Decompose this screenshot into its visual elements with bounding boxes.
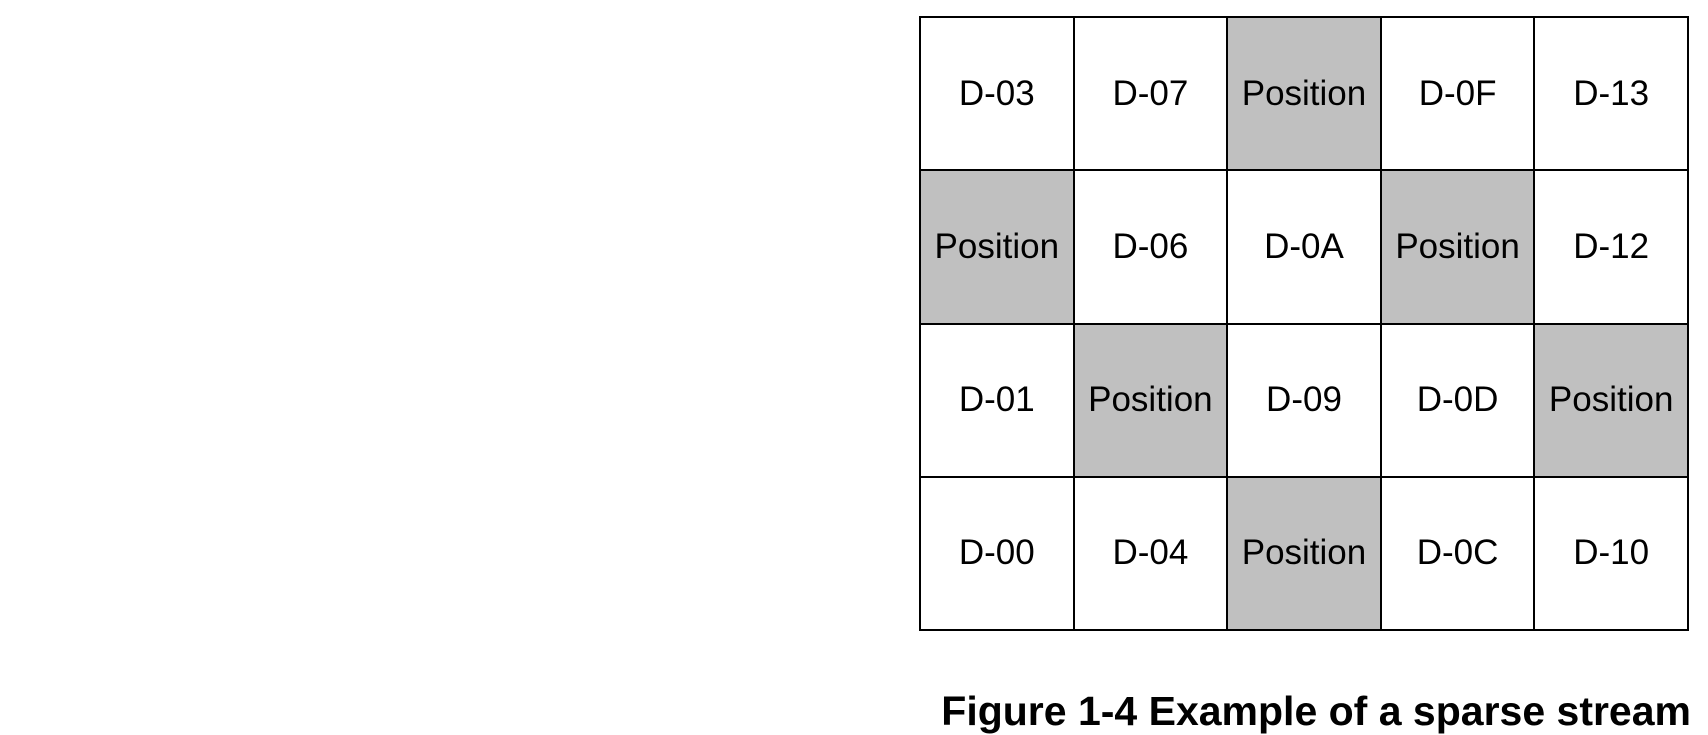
grid-cell-r3-c0: D-00 bbox=[921, 477, 1075, 631]
grid-cell-r2-c2: D-09 bbox=[1228, 324, 1382, 478]
grid-cell-r3-c3: D-0C bbox=[1381, 477, 1536, 631]
grid-cell-r2-c4: Position bbox=[1535, 324, 1689, 478]
grid-cell-r1-c4: D-12 bbox=[1535, 171, 1689, 325]
figure-caption: Figure 1-4 Example of a sparse stream bbox=[941, 688, 1691, 734]
grid-cell-r0-c1: D-07 bbox=[1074, 18, 1229, 172]
grid-cell-r0-c0: D-03 bbox=[921, 18, 1075, 172]
grid-cell-r1-c1: D-06 bbox=[1074, 171, 1229, 325]
grid-cell-r0-c3: D-0F bbox=[1381, 18, 1536, 172]
grid-cell-r1-c2: D-0A bbox=[1228, 171, 1382, 325]
grid-cell-r0-c4: D-13 bbox=[1535, 18, 1689, 172]
grid-cell-r1-c3: Position bbox=[1381, 171, 1536, 325]
grid-cell-r2-c0: D-01 bbox=[921, 324, 1075, 478]
grid-cell-r0-c2: Position bbox=[1228, 18, 1382, 172]
grid-cell-r2-c1: Position bbox=[1074, 324, 1229, 478]
grid-cell-r3-c1: D-04 bbox=[1074, 477, 1229, 631]
grid-cell-r3-c4: D-10 bbox=[1535, 477, 1689, 631]
grid-cell-r2-c3: D-0D bbox=[1381, 324, 1536, 478]
sparse-stream-grid: D-03 D-07 Position D-0F D-13 Position D-… bbox=[919, 16, 1689, 631]
grid-cell-r1-c0: Position bbox=[921, 171, 1075, 325]
grid-cell-r3-c2: Position bbox=[1228, 477, 1382, 631]
